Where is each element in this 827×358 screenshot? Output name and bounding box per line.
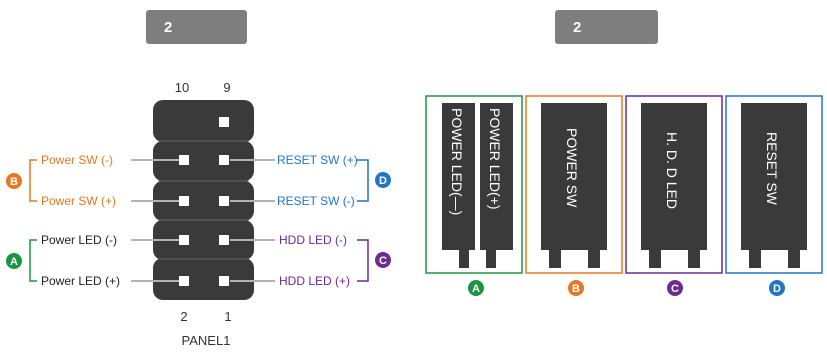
badge-a-bottom-letter: A [472,283,480,295]
label-reset-sw-plus: RESET SW (+) [277,153,358,167]
connector-power-sw-label: POWER SW [564,128,580,208]
lead-lines [131,159,275,282]
connector-power-led-plus-label: POWER LED(+) [487,108,503,210]
badge-a-left: A [6,253,22,269]
connector-power-led-minus-label: POWER LED(—) [449,108,465,215]
group-box-d [725,95,823,274]
header-badge-left-text: 2 [164,18,173,36]
label-hdd-led-plus: HDD LED (+) [279,274,350,288]
pin-number-1: 1 [224,309,231,324]
group-box-b [525,95,623,274]
pin-number-10: 10 [175,80,189,95]
pin-4 [179,235,189,245]
pin-3 [219,235,229,245]
pin-number-9: 9 [223,80,230,95]
badge-b-bottom: B [568,280,584,296]
connector-hdd-led: H. D. D LED [641,103,707,268]
pin-8 [179,155,189,165]
connector-power-led-plus: POWER LED(+) [480,103,513,268]
pin-9 [219,117,229,127]
bracket-d [357,159,369,202]
badge-c-right-letter: C [379,255,387,267]
badge-a-bottom: A [468,280,484,296]
connector-reset-sw-label: RESET SW [764,132,780,206]
badge-b-bottom-letter: B [572,283,580,295]
header-badge-left: 2 [146,10,247,44]
badge-d-right: D [375,172,391,188]
header-badge-right: 2 [555,10,658,44]
pin-5 [219,196,229,206]
panel-label: PANEL1 [182,333,231,348]
group-box-a [425,95,523,274]
pin-7 [219,155,229,165]
label-reset-sw-minus: RESET SW (-) [277,194,355,208]
label-power-sw-plus: Power SW (+) [41,194,116,208]
connector-power-led-minus: POWER LED(—) [442,103,475,268]
connector-power-sw: POWER SW [541,103,607,268]
pin-2 [179,276,189,286]
label-hdd-led-minus: HDD LED (-) [279,233,347,247]
header-block [153,100,254,300]
connector-hdd-led-label: H. D. D LED [664,132,680,209]
bracket-a [29,239,37,282]
header-row-1 [153,100,254,142]
badge-b-left: B [6,173,22,189]
header-row-4 [153,220,254,260]
bracket-c [357,239,369,282]
label-power-sw-minus: Power SW (-) [41,153,113,167]
badge-c-bottom: C [667,280,683,296]
badge-c-right: C [375,252,391,268]
header-badge-right-text: 2 [573,18,582,36]
pin-6 [179,196,189,206]
pins [179,117,229,286]
group-box-c [625,95,723,274]
badge-d-right-letter: D [379,175,387,187]
header-row-5 [153,258,254,300]
connector-reset-sw: RESET SW [741,103,807,268]
badge-b-left-letter: B [10,176,18,188]
header-row-2 [153,141,254,181]
label-power-led-plus: Power LED (+) [41,274,120,288]
header-row-3 [153,181,254,221]
badge-d-bottom: D [769,280,785,296]
label-power-led-minus: Power LED (-) [41,233,117,247]
badge-a-left-letter: A [10,256,18,268]
pin-1 [219,276,229,286]
badge-c-bottom-letter: C [671,283,679,295]
badge-d-bottom-letter: D [773,283,781,295]
pin-number-2: 2 [180,309,187,324]
bracket-b [29,159,37,202]
